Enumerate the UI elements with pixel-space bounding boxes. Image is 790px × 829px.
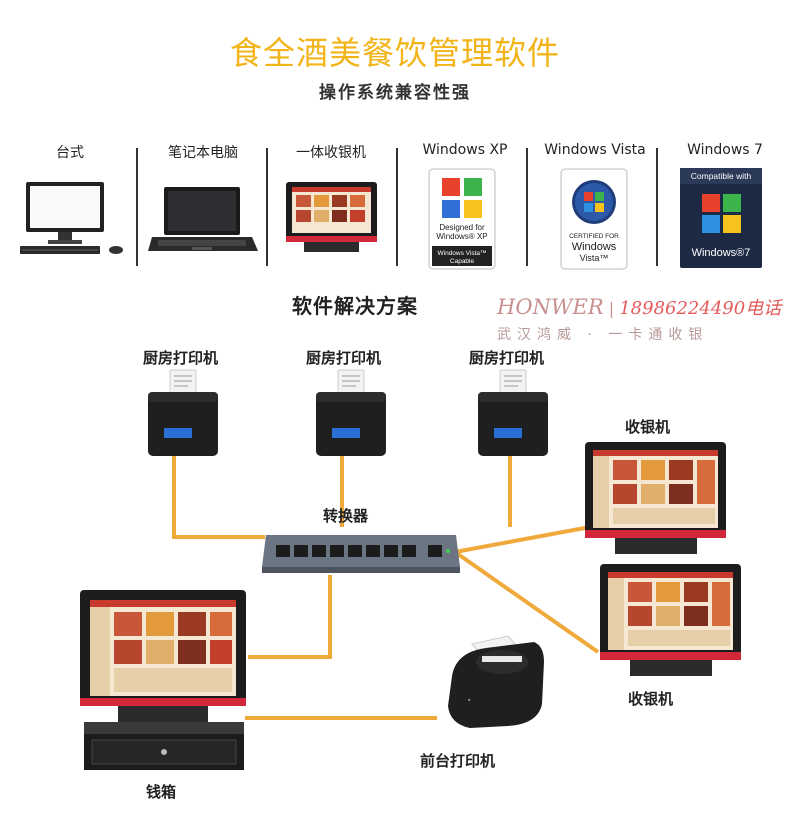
badge-text: Designed for [439,223,485,232]
cashier-label-1: 收银机 [625,418,671,436]
cashier-label-2: 收银机 [628,690,674,708]
network-switch [262,527,460,575]
connection-line [340,455,344,527]
divider [526,148,528,266]
connection-line [172,455,176,537]
connection-line [328,575,332,657]
badge-text: Windows® XP [436,232,487,241]
laptop-icon [148,185,258,257]
badge-text: CERTIFIED FOR [569,233,619,240]
kitchen-printer-label-1: 厨房打印机 [143,349,219,367]
compat-label-vista: Windows Vista [544,142,646,158]
kitchen-printer-1 [144,368,222,458]
brand-subtitle: 武汉鸿威 · 一卡通收银 [497,327,709,343]
solution-title: 软件解决方案 [292,294,418,318]
page-subtitle: 操作系统兼容性强 [319,83,471,103]
cash-drawer [84,722,244,772]
cashier-pos-terminal-2 [598,562,743,680]
cashier-pos-terminal-1 [583,440,728,558]
pos-terminal-icon [284,180,379,254]
connection-line [172,535,265,539]
badge-text: Windows [572,241,617,253]
connection-line [248,655,332,659]
brand-name: HONWER [497,295,604,319]
front-desk-printer: ▪ [438,632,550,730]
compat-label-winxp: Windows XP [422,142,508,158]
desktop-computer-icon [18,180,128,260]
divider [656,148,658,266]
badge-text: Windows®7 [692,247,751,259]
connection-line [508,455,512,527]
compat-label-desktop: 台式 [56,145,84,161]
kitchen-printer-3 [474,368,552,458]
divider [396,148,398,266]
kitchen-printer-label-3: 厨房打印机 [469,349,545,367]
switch-label: 转换器 [323,507,369,525]
windows-7-badge-icon: Compatible with Windows®7 [680,168,762,268]
main-pos-terminal [78,588,248,724]
divider [266,148,268,266]
kitchen-printer-2 [312,368,390,458]
kitchen-printer-label-2: 厨房打印机 [306,349,382,367]
brand-phone: 18986224490电话 [619,298,782,319]
windows-vista-badge-icon: CERTIFIED FOR Windows Vista™ [560,168,628,270]
badge-text: Capable [450,258,475,265]
brand-watermark: HONWER | 18986224490电话 武汉鸿威 · 一卡通收银 [497,295,782,343]
connection-line [245,716,437,720]
badge-text: Windows Vista™ [437,250,486,257]
compat-label-win7: Windows 7 [687,142,763,158]
compat-label-laptop: 笔记本电脑 [168,145,238,161]
badge-text: Compatible with [691,171,752,181]
badge-text: Vista™ [580,253,609,263]
windows-xp-badge-icon: Designed for Windows® XP Windows Vista™ … [428,168,496,270]
page-title: 食全酒美餐饮管理软件 [229,34,560,72]
cash-drawer-label: 钱箱 [146,783,177,801]
compat-label-pos: 一体收银机 [296,145,366,161]
svg-text:▪: ▪ [468,697,471,704]
front-printer-label: 前台打印机 [420,752,496,770]
divider [136,148,138,266]
